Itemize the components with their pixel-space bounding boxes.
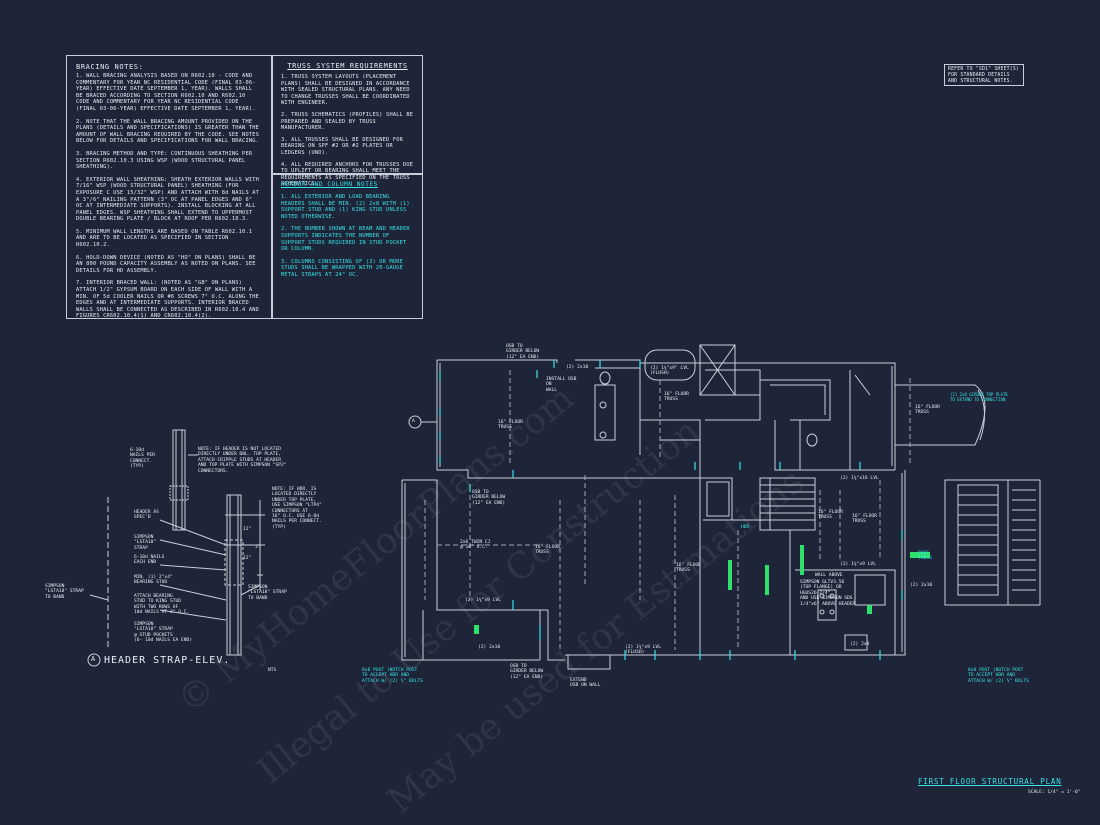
plan-label-simpson: SIMPSON GLTV3.56 (TOP FLANGE) OR HGUS26-… xyxy=(800,580,856,607)
cyan-beams xyxy=(439,360,903,660)
bracing-note-4: 4. EXTERIOR WALL SHEATHING: SHEATH EXTER… xyxy=(76,176,263,223)
truss-note-4: 4. ALL REQUIRED ANCHORS FOR TRUSSES DUE … xyxy=(281,161,417,188)
bracing-note-5: 5. MINIMUM WALL LENGTHS ARE BASED ON TAB… xyxy=(76,228,256,249)
plan-label-install-osb: INSTALL OSB ON WALL xyxy=(546,377,577,393)
detail-label-nails-top: 6-10d NAILS PER CONNECT. (TYP) xyxy=(130,448,155,470)
bracing-note-3: 3. BRACING METHOD AND TYPE: CONTINUOUS S… xyxy=(76,150,256,171)
plan-title: FIRST FLOOR STRUCTURAL PLAN xyxy=(918,777,1062,786)
plan-label-post-left: 8x8 POST (NOTCH POST TO ACCEPT HDR AND A… xyxy=(362,668,423,684)
detail-scale: NTS xyxy=(268,668,277,673)
plan-label-roof-truss-1: ROOF TRUSS xyxy=(918,551,932,562)
bracing-note-7: 7. INTERIOR BRACED WALL: (NOTED AS "GB" … xyxy=(76,280,263,320)
bracing-notes-title: BRACING NOTES: xyxy=(76,63,144,71)
plan-label-hdr-2x10c: (2) 2x10 xyxy=(910,583,933,588)
plan-label-osb-top: OSB TO GIRDER BELOW (12" EA END) xyxy=(506,344,540,360)
detail-label-pockets: SIMPSON "LSTA18" STRAP @ STUD POCKETS (6… xyxy=(134,622,193,644)
plan-label-post-right: 8x8 POST (NOTCH POST TO ACCEPT HDR AND A… xyxy=(968,668,1029,684)
plan-label-floor-truss-1: 16" FLOOR TRUSS xyxy=(498,420,523,431)
refer-note: REFER TO "SD1" SHEET(S) FOR STANDARD DET… xyxy=(948,67,1023,84)
detail-note-left: NOTE: IF HEADER IS NOT LOCATED DIRECTLY … xyxy=(198,447,287,474)
header-column-notes-title: HEADER AND COLUMN NOTES xyxy=(281,181,378,188)
plan-label-hdr-2x10b: (2) 2x10 xyxy=(478,645,501,650)
truss-direction-lines xyxy=(424,370,911,650)
plan-label-lvl-flush: (2) 1¾"x9 LVL (FLUSH) xyxy=(625,645,661,656)
detail-label-header: HEADER AS SPEC'D xyxy=(134,510,159,521)
plan-label-osb-mid: OSB TO GIRDER BELOW (12" EA END) xyxy=(472,490,506,506)
plan-label-hdr-2x10: (2) 2x10 xyxy=(566,365,589,370)
detail-marker: A xyxy=(91,655,96,663)
detail-dim-1: 12" xyxy=(243,527,252,532)
plan-label-lvl-mid3: (2) 1¾"x9 LVL xyxy=(840,562,876,567)
detail-dim-3: 3" xyxy=(255,545,261,550)
truss-note-1: 1. TRUSS SYSTEM LAYOUTS (PLACEMENT PLANS… xyxy=(281,74,414,107)
plan-scale: SCALE: 1/4" = 1'-0" xyxy=(1028,790,1081,795)
bracing-note-1: 1. WALL BRACING ANALYSIS BASED ON R602.1… xyxy=(76,73,256,112)
plan-label-wall-above: WALL ABOVE xyxy=(815,573,843,578)
plan-label-lvl-mid2: (2) 1¾"x9 LVL xyxy=(465,598,501,603)
plan-label-hdr-2x8: (2) 2x8 xyxy=(850,642,870,647)
bracing-notes-box: BRACING NOTES: 1. WALL BRACING ANALYSIS … xyxy=(66,55,272,319)
bracing-note-2: 2. NOTE THAT THE WALL BRACING AMOUNT PRO… xyxy=(76,118,263,145)
detail-dim-2: 12" xyxy=(243,556,252,561)
truss-note-3: 3. ALL TRUSSES SHALL BE DESIGNED FOR BEA… xyxy=(281,136,407,156)
plan-label-lvl-mid: (2) 1¾"x16 LVL xyxy=(840,476,879,481)
detail-label-strap-band-right: SIMPSON "LSTA18" STRAP TO BAND xyxy=(248,585,287,601)
plan-label-floor-truss-4: 16" FLOOR TRUSS xyxy=(676,563,701,574)
plan-label-extend-osb: EXTEND OSB ON WALL xyxy=(570,678,601,689)
plan-label-floor-truss-6: 16" FLOOR TRUSS xyxy=(818,510,843,521)
plan-section-marker: A xyxy=(412,419,415,424)
header-note-3: 3. COLUMNS CONSISTING OF (3) OR MORE STU… xyxy=(281,258,407,278)
header-strap-detail-drawing xyxy=(87,429,265,667)
plan-label-floor-truss-3: 16" FLOOR TRUSS xyxy=(915,405,940,416)
plan-label-lvl-top: (2) 1¾"x9" LVL (FLUSH) xyxy=(650,366,689,377)
detail-label-strap: SIMPSON "LSTA18" STRAP xyxy=(134,535,157,551)
truss-note-2: 2. TRUSS SCHEMATICS (PROFILES) SHALL BE … xyxy=(281,111,417,132)
truss-requirements-title: TRUSS SYSTEM REQUIREMENTS xyxy=(287,62,408,70)
detail-label-nails-each: 6-10d NAILS EACH END xyxy=(134,555,165,566)
refer-note-box: REFER TO "SD1" SHEET(S) FOR STANDARD DET… xyxy=(944,64,1024,86)
plan-label-floor-truss-7: 16" FLOOR TRUSS xyxy=(852,514,877,525)
plan-label-osb-bottom: OSB TO GIRDER BELOW (12" EA END) xyxy=(510,664,544,680)
header-note-1: 1. ALL EXTERIOR AND LOAD BEARING HEADERS… xyxy=(281,194,414,220)
plan-label-hdr: HDR xyxy=(741,525,750,530)
plan-label-floor-truss-2: 16" FLOOR TRUSS xyxy=(664,392,689,403)
plan-label-girder-right: (2) 2x8 GIRDER TOP PLATE TO EXTEND TO CO… xyxy=(950,392,1008,403)
floor-plan-drawing xyxy=(401,344,1041,670)
green-column-markers xyxy=(474,545,930,634)
plan-label-floor-truss-5: 16" FLOOR TRUSS xyxy=(535,545,560,556)
detail-label-strap-band-left: SIMPSON "LSTA18" STRAP TO BAND xyxy=(45,584,84,600)
detail-label-min-bearing: MIN. (1) 2"x4" BEARING STUD xyxy=(134,575,173,586)
header-column-notes-box: HEADER AND COLUMN NOTES 1. ALL EXTERIOR … xyxy=(272,174,423,319)
header-note-2: 2. THE NUMBER SHOWN AT BEAM AND HEADER S… xyxy=(281,226,414,253)
plan-label-twin-joist: 2x6 TWIN CJ @ 16" O.C. xyxy=(460,540,491,551)
detail-label-attach: ATTACH BEARING STUD TO KING STUD WITH TW… xyxy=(134,594,190,616)
bracing-note-6: 6. HOLD-DOWN DEVICE (NOTED AS "HD" ON PL… xyxy=(76,254,260,274)
truss-requirements-box: TRUSS SYSTEM REQUIREMENTS 1. TRUSS SYSTE… xyxy=(272,55,423,187)
detail-note-right: NOTE: IF HDR. IS LOCATED DIRECTLY UNDER … xyxy=(272,487,322,530)
detail-title: HEADER STRAP-ELEV. xyxy=(104,655,231,666)
